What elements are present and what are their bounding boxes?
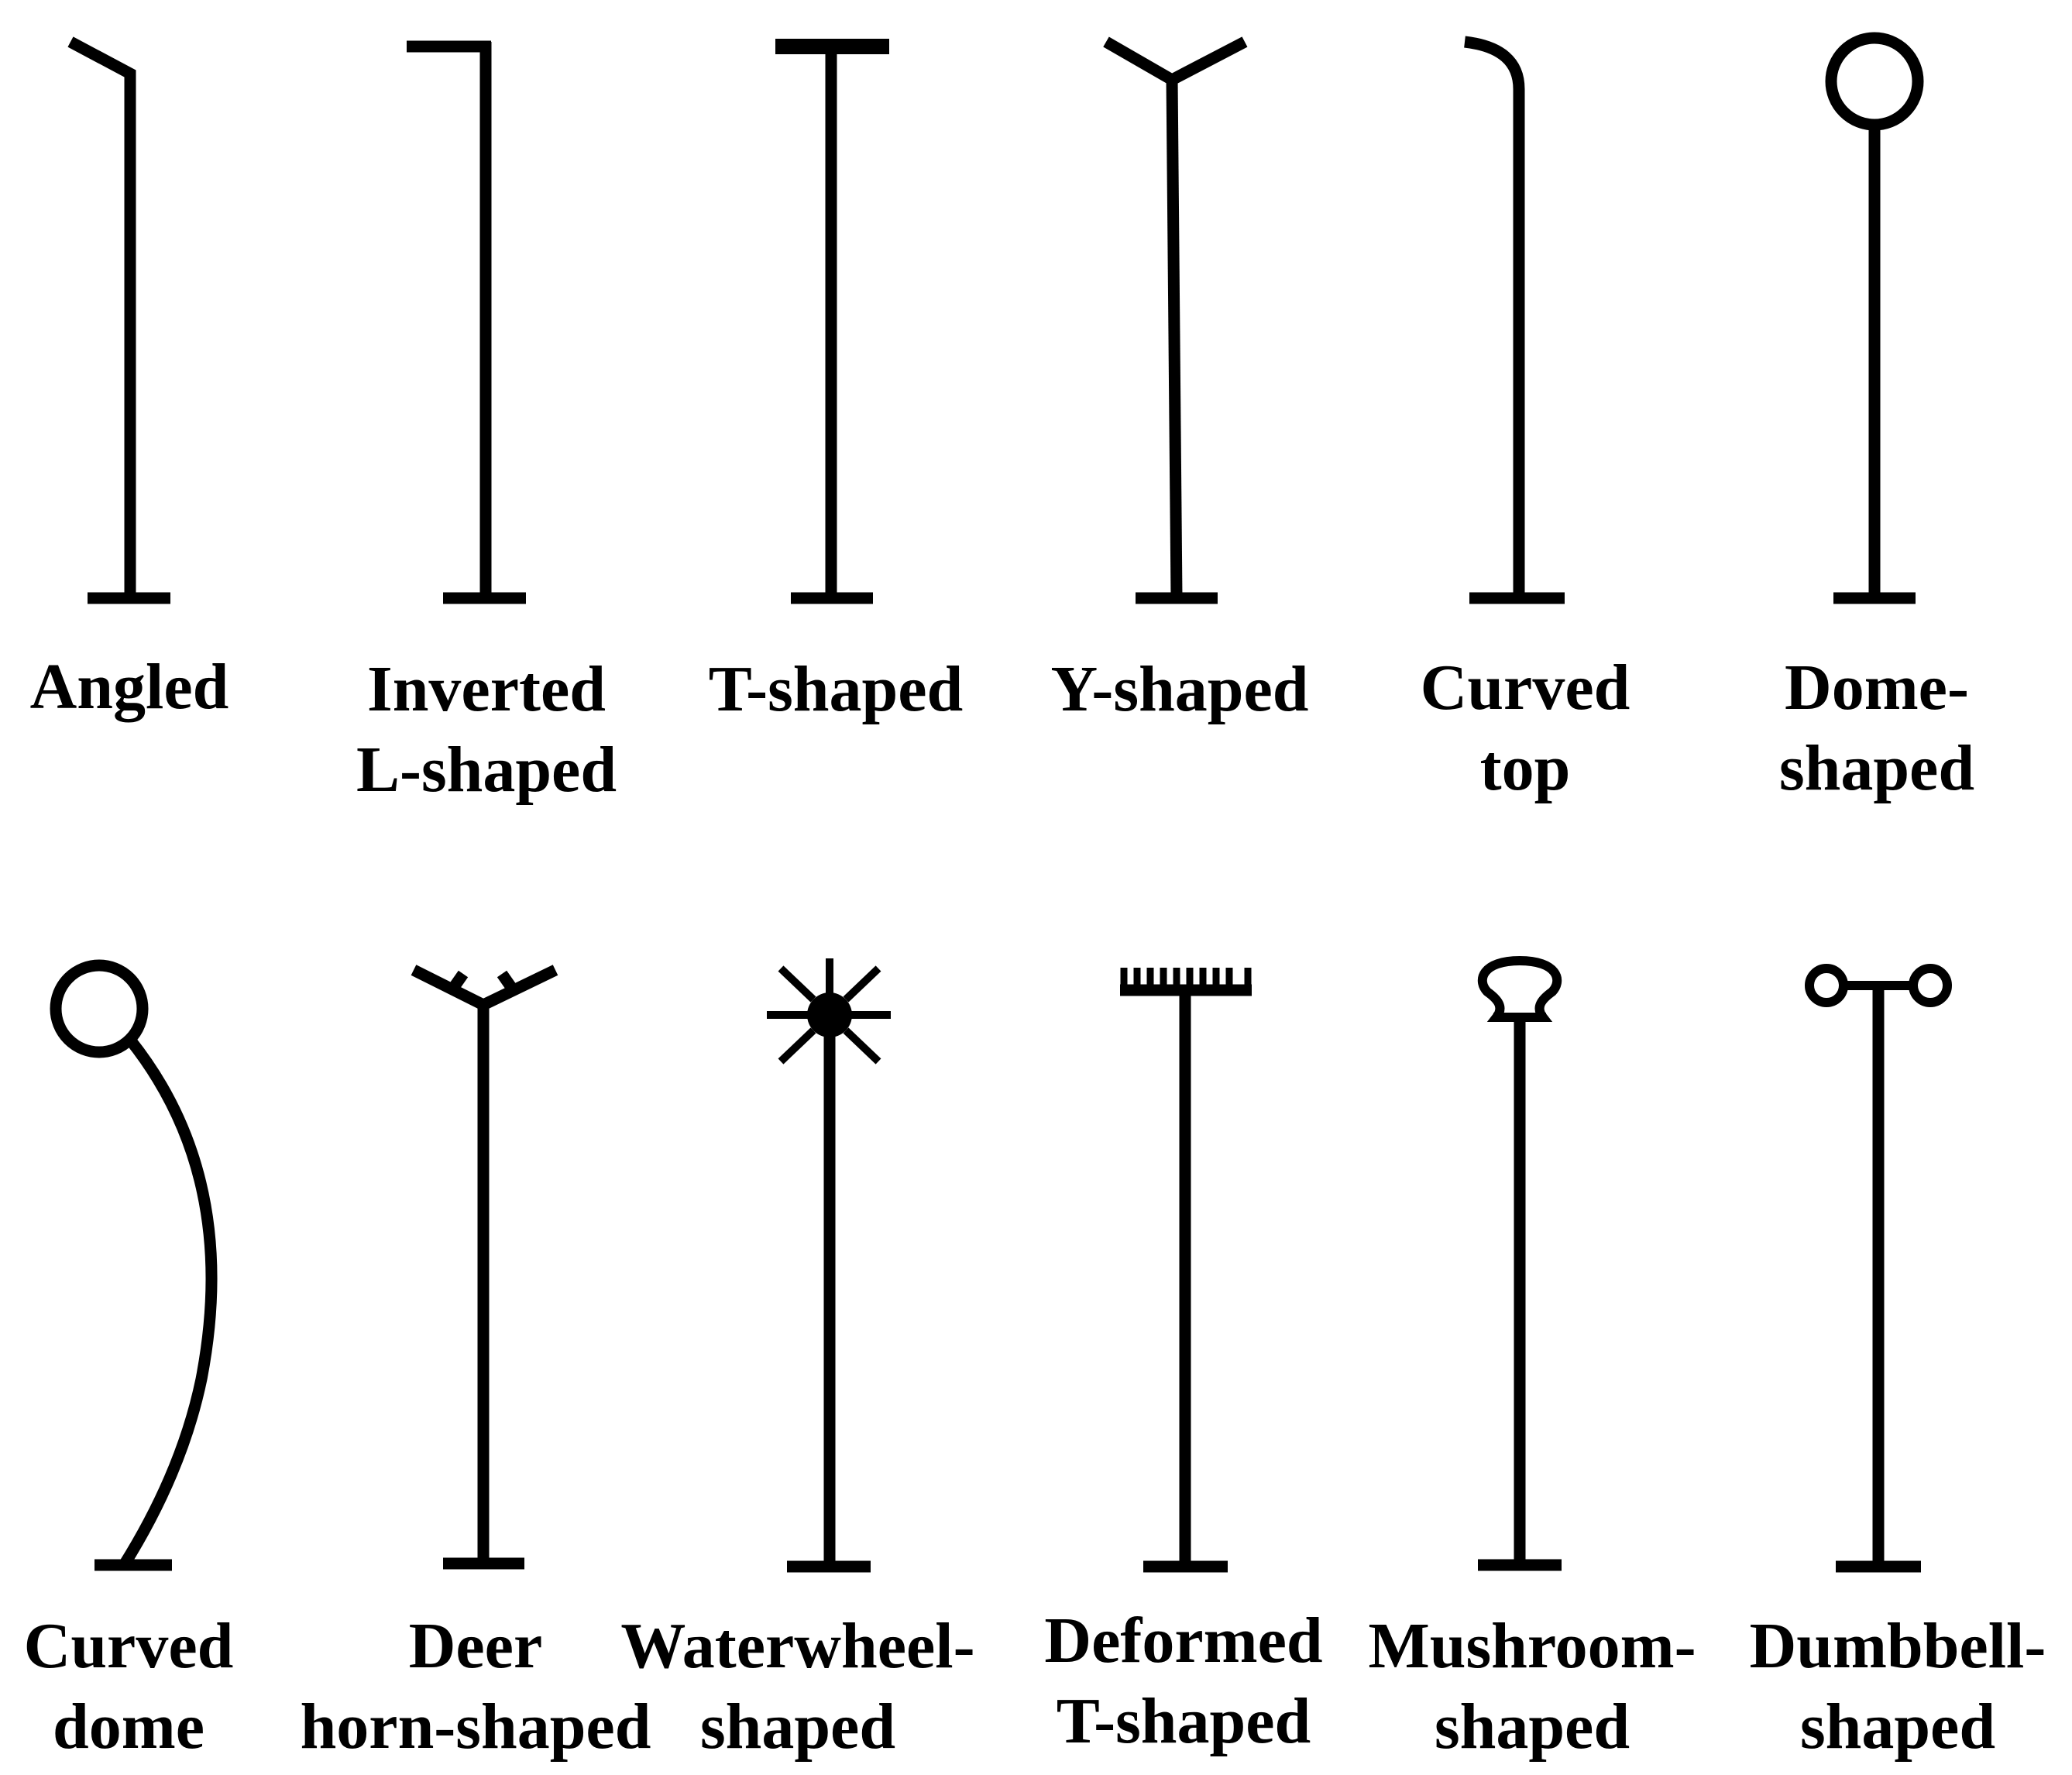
label-inverted-l: Inverted L-shaped xyxy=(356,653,617,806)
label-dome: Dome- shaped xyxy=(1778,652,1975,804)
curved-dome-pole-icon xyxy=(50,959,218,1571)
y-shaped-pole-icon xyxy=(1103,36,1248,604)
label-curved-top: Curved top xyxy=(1420,652,1630,804)
label-deer-horn: Deer horn-shaped xyxy=(300,1610,651,1763)
mushroom-pole-icon xyxy=(1477,955,1562,1571)
deer-horn-pole-icon xyxy=(411,965,558,1570)
t-shaped-pole-icon xyxy=(775,39,889,604)
angled-pole-icon xyxy=(67,36,170,604)
label-t-shaped: T-shaped xyxy=(708,653,964,725)
label-deformed-t: Deformed T-shaped xyxy=(1044,1605,1323,1757)
waterwheel-pole-icon xyxy=(767,958,891,1573)
label-dumbbell: Dumbbell- shaped xyxy=(1749,1610,2046,1763)
dome-pole-icon xyxy=(1825,32,1924,604)
inverted-l-pole-icon xyxy=(407,40,526,604)
curved-top-pole-icon xyxy=(1464,36,1565,604)
label-angled: Angled xyxy=(29,651,229,723)
label-mushroom: Mushroom- shaped xyxy=(1368,1610,1696,1763)
label-y-shaped: Y-shaped xyxy=(1050,653,1309,725)
label-waterwheel: Waterwheel- shaped xyxy=(620,1610,975,1763)
deformed-t-pole-icon xyxy=(1120,968,1252,1573)
dumbbell-pole-icon xyxy=(1805,964,1952,1573)
label-curved-dome: Curved dome xyxy=(23,1610,234,1763)
